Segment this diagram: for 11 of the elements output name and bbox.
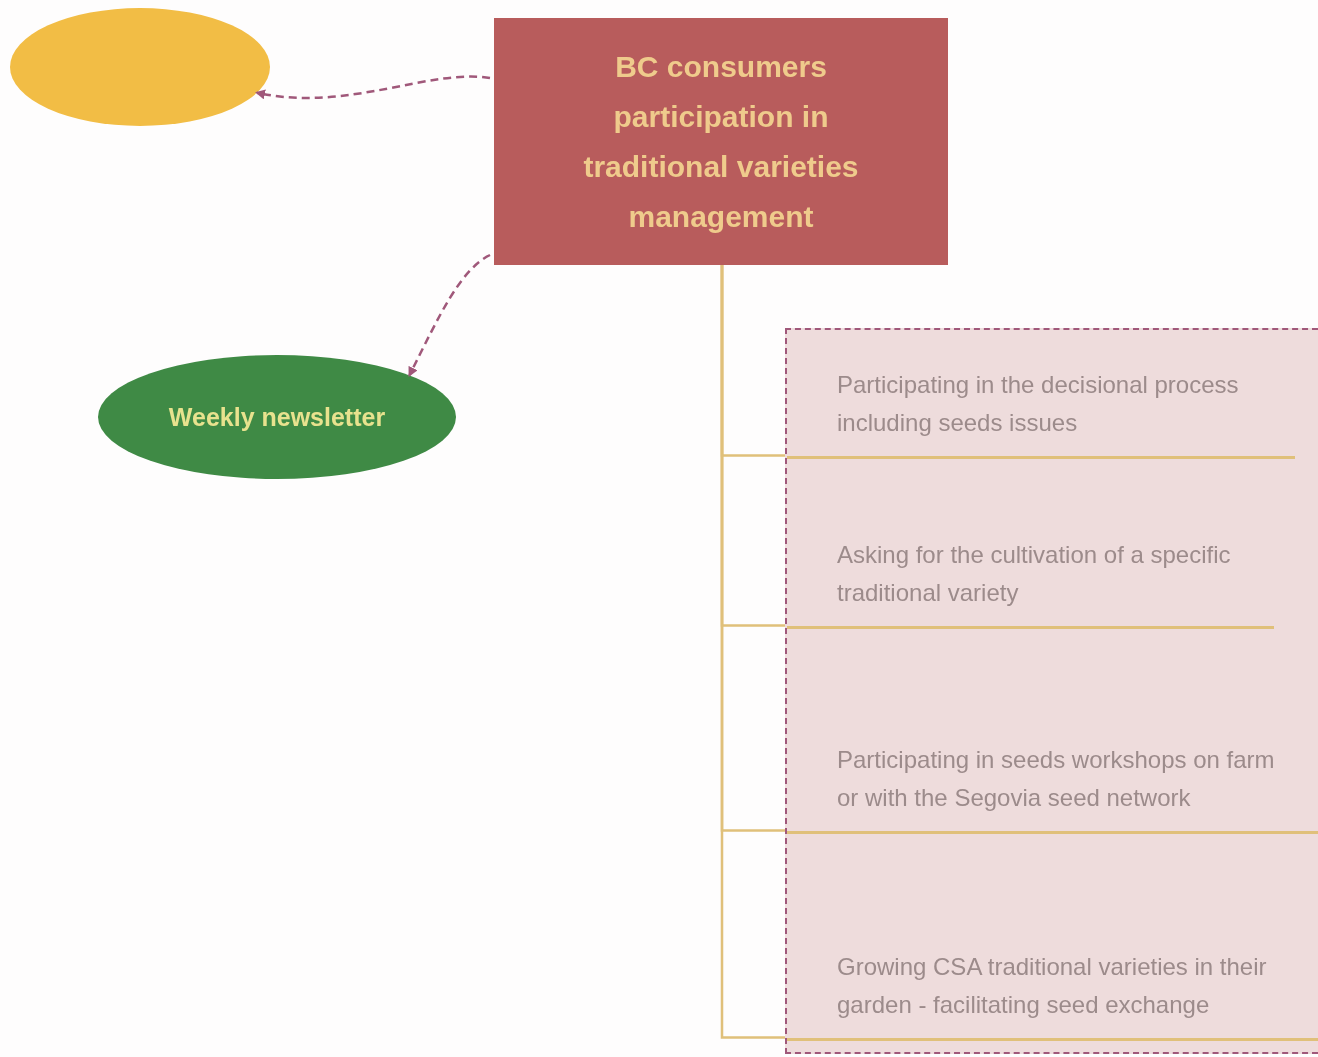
node-text: Asking for the cultivation of a specific traditional variety: [837, 540, 1232, 608]
arrow: [255, 75, 491, 100]
node-text: Participating in seeds workshops on farm or with the Segovia seed network: [837, 745, 1276, 813]
dashed-group-box: [785, 328, 1318, 1054]
arrow: [408, 253, 491, 378]
topic-box: [494, 18, 948, 265]
connector-line: [720, 265, 785, 1039]
node-text: Weekly newsletter: [168, 402, 386, 432]
node-text: BC consumers participation in traditional varieties management: [582, 48, 860, 235]
node-text: Growing CSA traditional varieties in their garden - facilitating seed exchange: [837, 952, 1268, 1020]
node-text: Participating in the decisional process including seeds issues: [837, 370, 1240, 438]
